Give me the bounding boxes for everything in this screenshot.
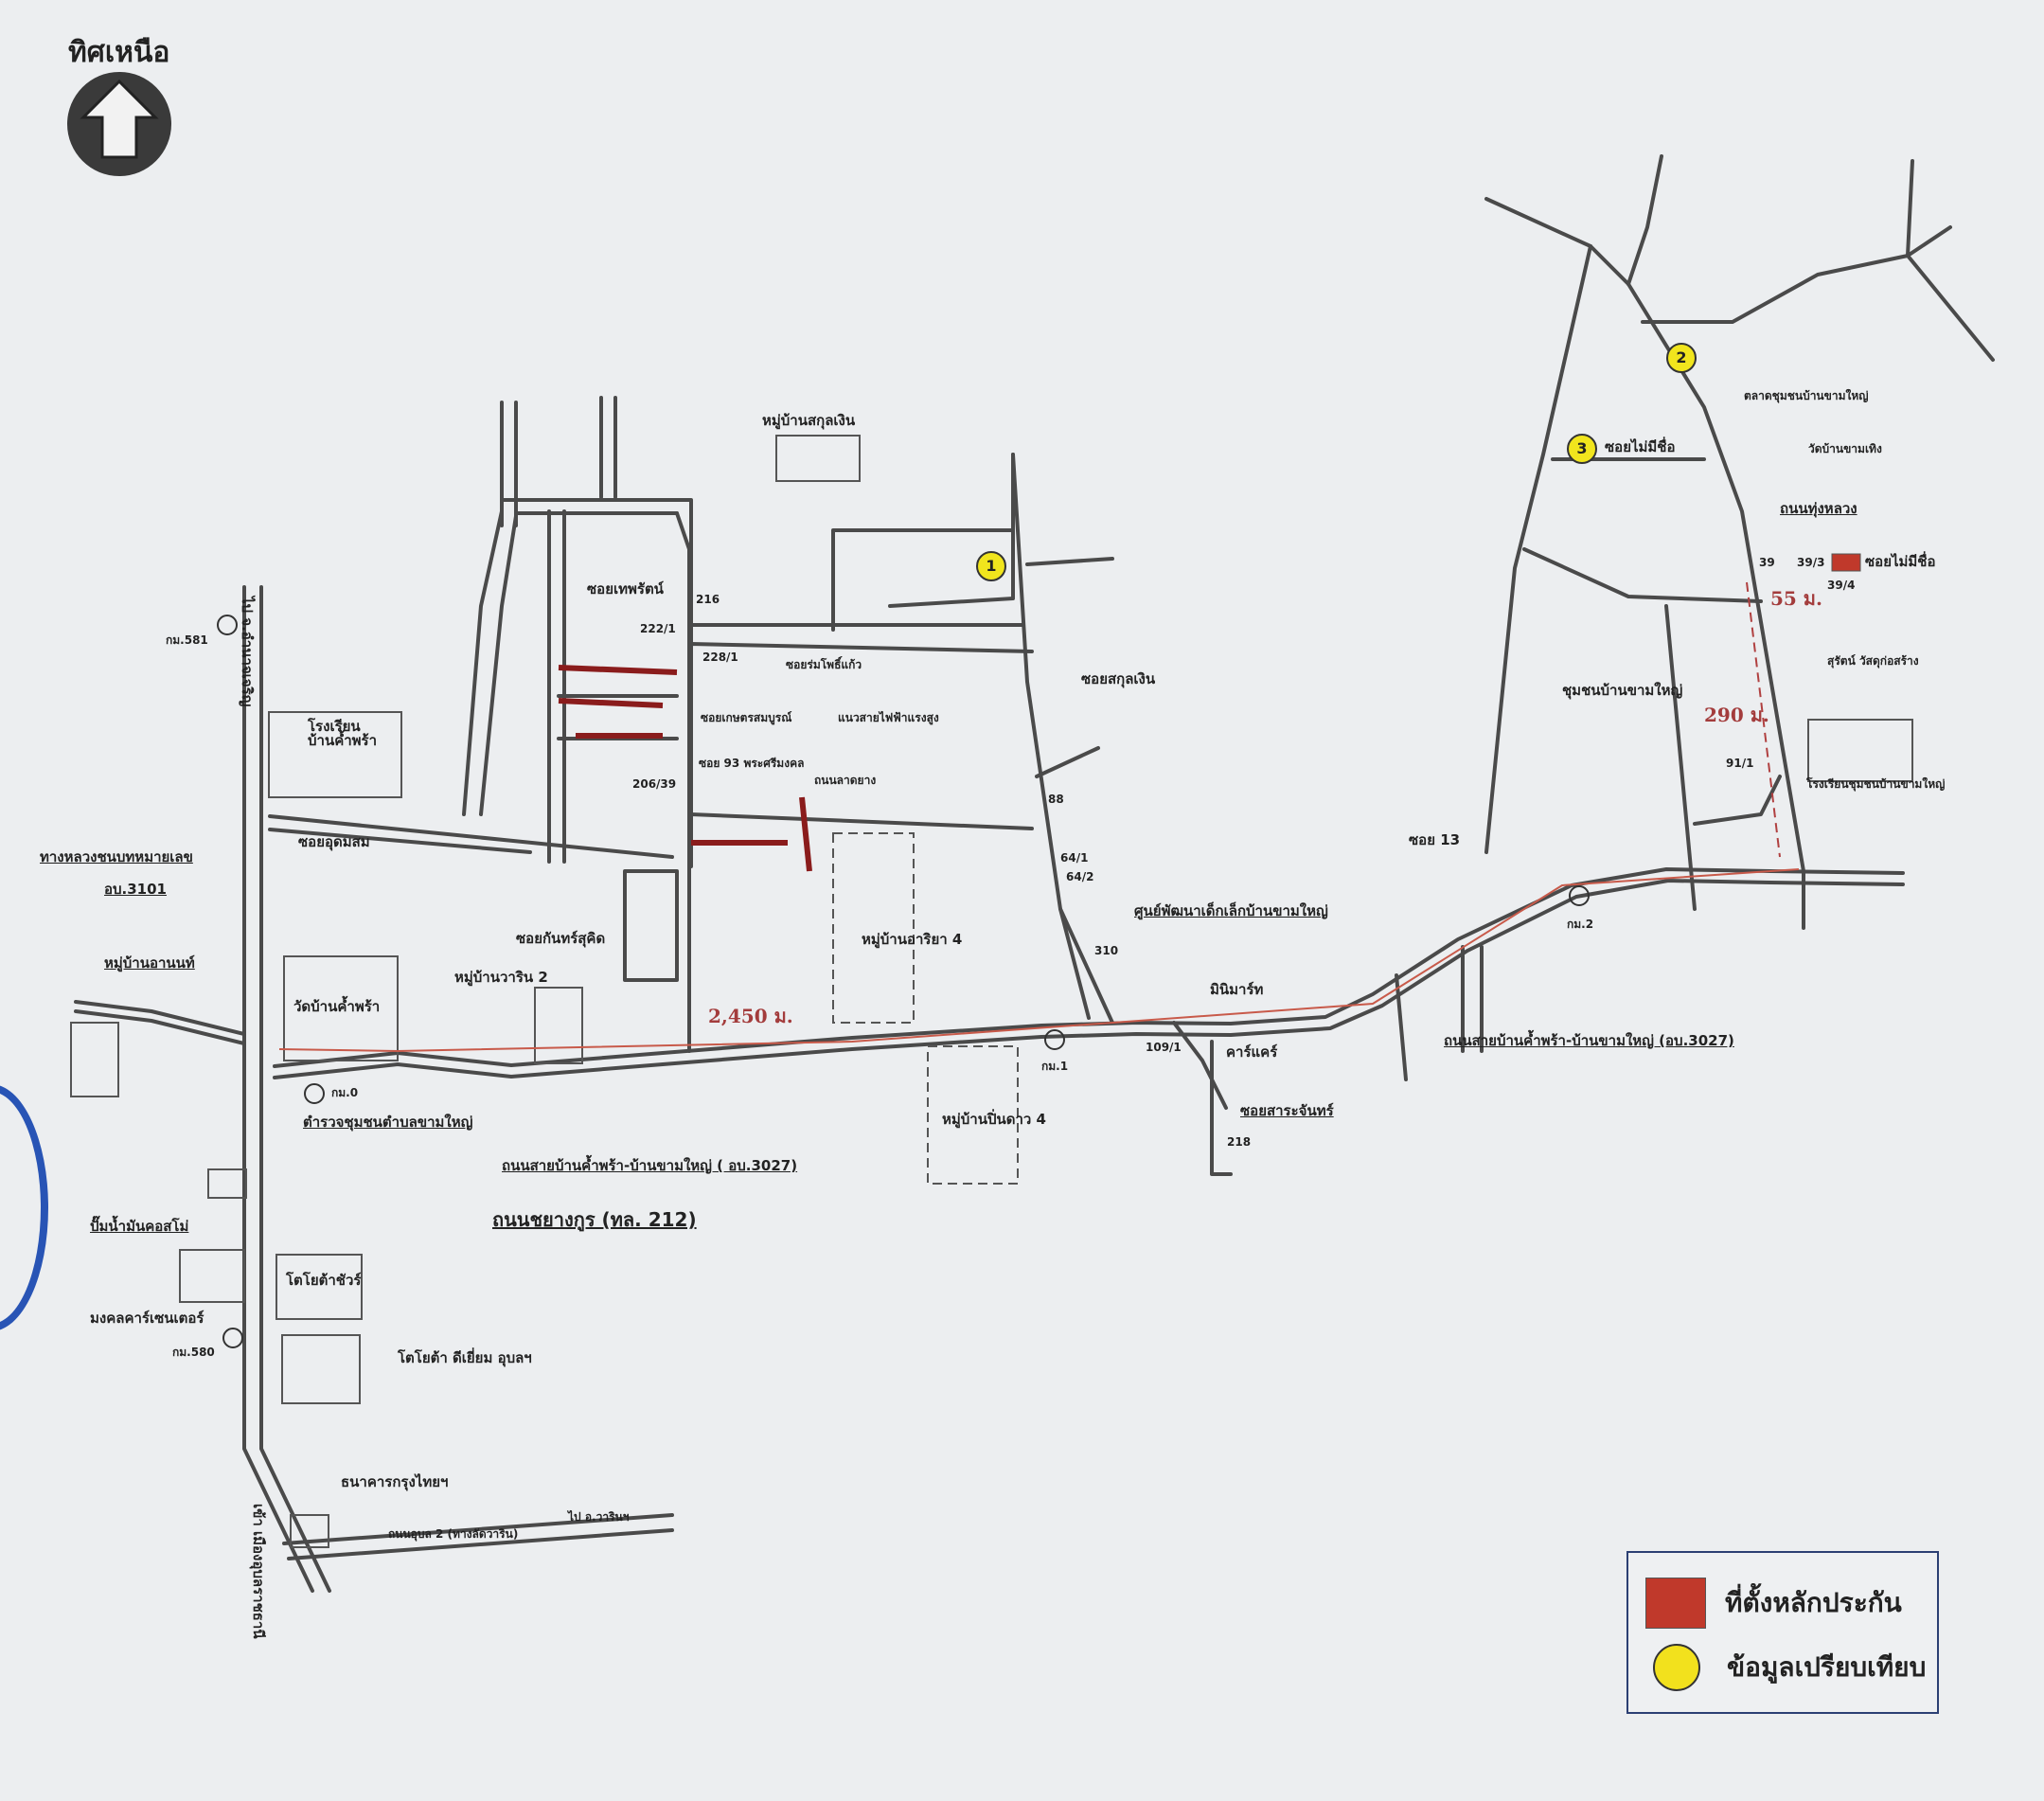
label-gas: ปั๊มน้ำมันคอสโม่ <box>90 1218 189 1235</box>
label-village-pinkan4: หมู่บ้านปิ่นดาว 4 <box>942 1111 1046 1128</box>
legend-comparison-swatch <box>1653 1644 1700 1691</box>
label-310: 310 <box>1094 944 1119 957</box>
label-distance-55: 55 ม. <box>1770 587 1822 610</box>
legend-collateral-swatch <box>1645 1578 1706 1629</box>
label-218: 218 <box>1227 1135 1252 1149</box>
label-km2: กม.2 <box>1567 918 1594 931</box>
collateral-marker <box>1831 553 1861 572</box>
label-109-1: 109/1 <box>1146 1041 1182 1054</box>
label-228-1: 228/1 <box>702 651 738 664</box>
label-soi-noname2: ซอยไม่มีชื่อ <box>1865 553 1936 570</box>
label-soi-udomsom: ซอยอุดมสม <box>298 833 370 850</box>
label-distance-290: 290 ม. <box>1704 704 1769 726</box>
label-school-kham: โรงเรียนชุมชนบ้านขามใหญ่ <box>1806 777 1946 791</box>
label-soi-theprat: ซอยเทพรัตน์ <box>587 580 664 597</box>
label-toyota-sure: โตโยต้าชัวร์ <box>286 1272 362 1289</box>
label-soi-noname: ซอยไม่มีชื่อ <box>1605 438 1676 455</box>
chayangkul-road <box>242 585 314 1593</box>
label-soi-kaset: ซอยเกษตรสมบูรณ์ <box>701 711 792 724</box>
label-216: 216 <box>696 593 720 606</box>
label-91-1: 91/1 <box>1726 757 1754 770</box>
label-soi-sakulngoen: ซอยสกุลเงิน <box>1081 670 1156 687</box>
label-soi-kunsuk: ซอยกันทร์สุคิด <box>516 930 606 947</box>
label-km1: กม.1 <box>1041 1060 1069 1073</box>
label-road-rubber: ถนนลาดยาง <box>814 774 877 787</box>
label-powerline: แนวสายไฟฟ้าแรงสูง <box>838 711 939 724</box>
label-school-khamprao: โรงเรียน บ้านค้ำพร้า <box>308 718 378 749</box>
comparison-marker-2[interactable]: 2 <box>1666 343 1697 373</box>
label-carcare: คาร์แคร์ <box>1226 1043 1278 1061</box>
label-road-thunglaung: ถนนทุ่งหลวง <box>1780 500 1857 517</box>
label-64-1: 64/1 <box>1060 851 1089 865</box>
legend-collateral-label: ที่ตั้งหลักประกัน <box>1725 1587 1902 1618</box>
label-distance-main: 2,450 ม. <box>708 1005 793 1027</box>
label-soi-sarachan: ซอยสาระจันทร์ <box>1240 1102 1334 1119</box>
label-39-3: 39/3 <box>1797 556 1825 569</box>
label-64-2: 64/2 <box>1066 870 1094 883</box>
label-39: 39 <box>1759 556 1775 569</box>
label-222-1: 222/1 <box>640 622 676 635</box>
label-police: ตำรวจชุมชนตำบลขามใหญ่ <box>303 1114 473 1131</box>
label-km0: กม.0 <box>331 1086 359 1099</box>
label-39-4: 39/4 <box>1827 579 1856 592</box>
main-road-3027 <box>273 867 1905 1068</box>
label-88: 88 <box>1048 793 1064 806</box>
comparison-marker-3[interactable]: 3 <box>1567 434 1597 464</box>
label-road-3027-right: ถนนสายบ้านค้ำพร้า-บ้านขามใหญ่ (อบ.3027) <box>1444 1032 1734 1049</box>
label-to-warin: ไป อ.วารินฯ <box>568 1510 630 1524</box>
label-village-sakulngoen: หมู่บ้านสกุลเงิน <box>762 412 856 429</box>
label-highway-3101: ทางหลวงชนบทหมายเลข <box>40 848 193 865</box>
label-community: ชุมชนบ้านขามใหญ่ <box>1562 682 1683 699</box>
label-ubon2: ถนนอุบล 2 (ทางลัดวาริน) <box>388 1527 519 1541</box>
label-wat-khamprao: วัดบ้านค้ำพร้า <box>293 998 381 1015</box>
label-road-212: ถนนชยางกูร (ทล. 212) <box>492 1208 697 1231</box>
label-soi-sup: ซอย 93 พระศรีมงคล <box>699 757 805 770</box>
label-krungthai: ธนาคารกรุงไทยฯ <box>341 1473 449 1490</box>
label-soi-rommo: ซอยร่มโพธิ์แก้ว <box>786 658 862 671</box>
label-minimart: มินิมาร์ท <box>1210 981 1264 998</box>
label-to-city: เข้า เมืองอุบลราชธานี <box>250 1504 267 1639</box>
label-village-warin2: หมู่บ้านวาริน 2 <box>454 969 548 986</box>
label-road-3027-left: ถนนสายบ้านค้ำพร้า-บ้านขามใหญ่ ( อบ.3027) <box>502 1157 798 1174</box>
comparison-marker-1[interactable]: 1 <box>976 551 1006 581</box>
north-arrow-icon <box>67 72 171 176</box>
label-village-anan: หมู่บ้านอานนท์ <box>104 954 195 972</box>
label-wat-khamthong: วัดบ้านขามเทิง <box>1808 442 1882 455</box>
label-market: ตลาดชุมชนบ้านขามใหญ่ <box>1744 389 1869 402</box>
label-surat: สุรัตน์ วัสดุก่อสร้าง <box>1827 654 1919 668</box>
label-to-amnat: ไป จ.อำนาจเจริญ <box>239 597 256 707</box>
north-label: ทิศเหนือ <box>68 36 170 69</box>
label-soi-13: ซอย 13 <box>1409 831 1461 848</box>
label-ub3101: อบ.3101 <box>104 881 167 898</box>
label-206-39: 206/39 <box>632 777 677 791</box>
label-toyota: โตโยต้า ดีเยี่ยม อุบลฯ <box>398 1349 532 1366</box>
label-km580: กม.580 <box>172 1346 215 1359</box>
label-village-arriya4: หมู่บ้านอาริยา 4 <box>862 931 963 948</box>
map-legend: ที่ตั้งหลักประกัน ข้อมูลเปรียบเทียบ <box>1626 1551 1939 1714</box>
label-mongkol: มงคลคาร์เซนเตอร์ <box>90 1310 204 1327</box>
legend-comparison-label: ข้อมูลเปรียบเทียบ <box>1727 1651 1927 1683</box>
label-childcenter: ศูนย์พัฒนาเด็กเล็กบ้านขามใหญ่ <box>1134 902 1328 919</box>
label-km581: กม.581 <box>166 633 208 647</box>
